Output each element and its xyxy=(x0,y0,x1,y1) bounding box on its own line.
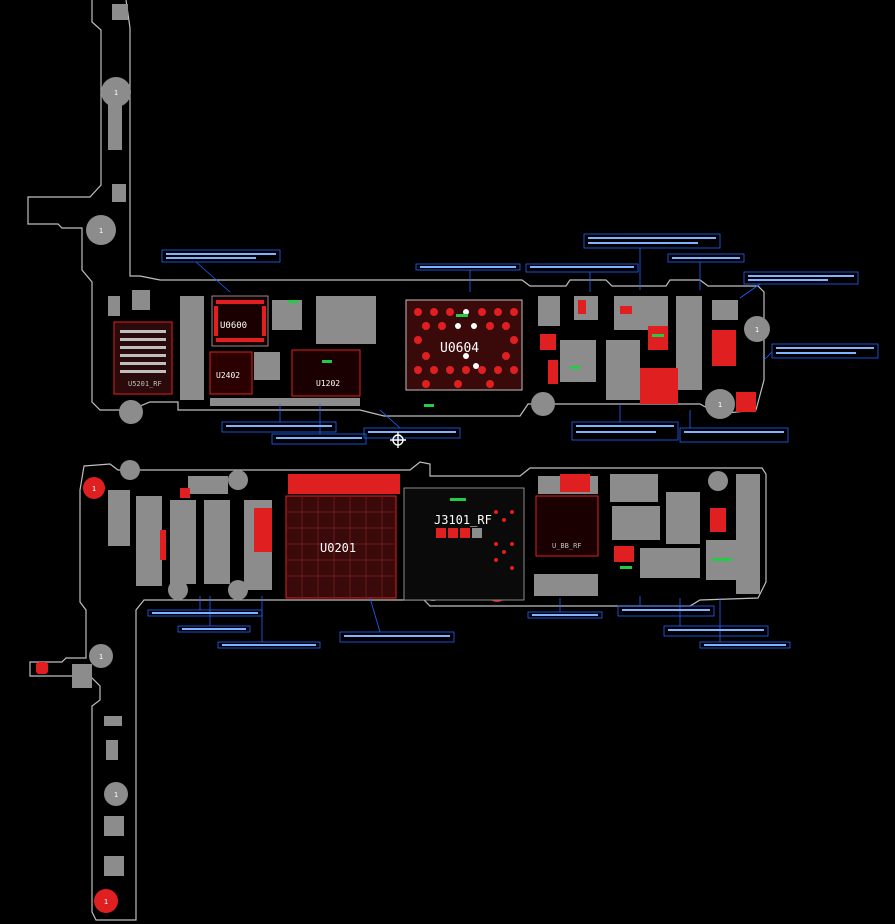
svg-text:1: 1 xyxy=(114,89,118,97)
svg-text:1: 1 xyxy=(99,653,103,661)
label-u1202: U1202 xyxy=(316,379,340,388)
label-u5201: U5201_RF xyxy=(128,380,162,388)
mount-hole-labels: 1 1 1 1 1 1 1 1 xyxy=(92,89,759,906)
svg-text:1: 1 xyxy=(92,485,96,493)
chip-u0600[interactable] xyxy=(211,295,269,347)
net-annotations xyxy=(147,233,879,649)
svg-text:1: 1 xyxy=(755,326,759,334)
label-u-bb: U_BB_RF xyxy=(552,542,582,550)
chip-u1202[interactable] xyxy=(291,349,361,397)
crosshair-icon[interactable] xyxy=(390,432,406,448)
label-u0600: U0600 xyxy=(220,321,247,331)
label-u0201: U0201 xyxy=(320,541,356,555)
bottom-board-components: U0201 J3101_RF U_BB_RF xyxy=(72,4,760,876)
chip-u-bb-rf[interactable] xyxy=(535,495,599,557)
svg-text:1: 1 xyxy=(718,401,722,409)
top-board-components: U5201_RF U0600 U2402 U1202 xyxy=(108,290,756,412)
chip-u5201-rf[interactable] xyxy=(113,321,173,395)
chip-u0201[interactable] xyxy=(285,495,397,599)
label-u0604: U0604 xyxy=(440,341,479,356)
mount-hole-icon[interactable] xyxy=(86,77,770,806)
net-annotation-text xyxy=(152,237,874,646)
chip-j3101-rf[interactable] xyxy=(403,487,525,601)
svg-text:1: 1 xyxy=(104,898,108,906)
svg-text:1: 1 xyxy=(114,791,118,799)
board-outline xyxy=(27,0,767,921)
chip-u2402[interactable] xyxy=(209,351,253,395)
label-j3101: J3101_RF xyxy=(434,513,492,527)
label-u2402: U2402 xyxy=(216,371,240,380)
svg-text:1: 1 xyxy=(99,227,103,235)
